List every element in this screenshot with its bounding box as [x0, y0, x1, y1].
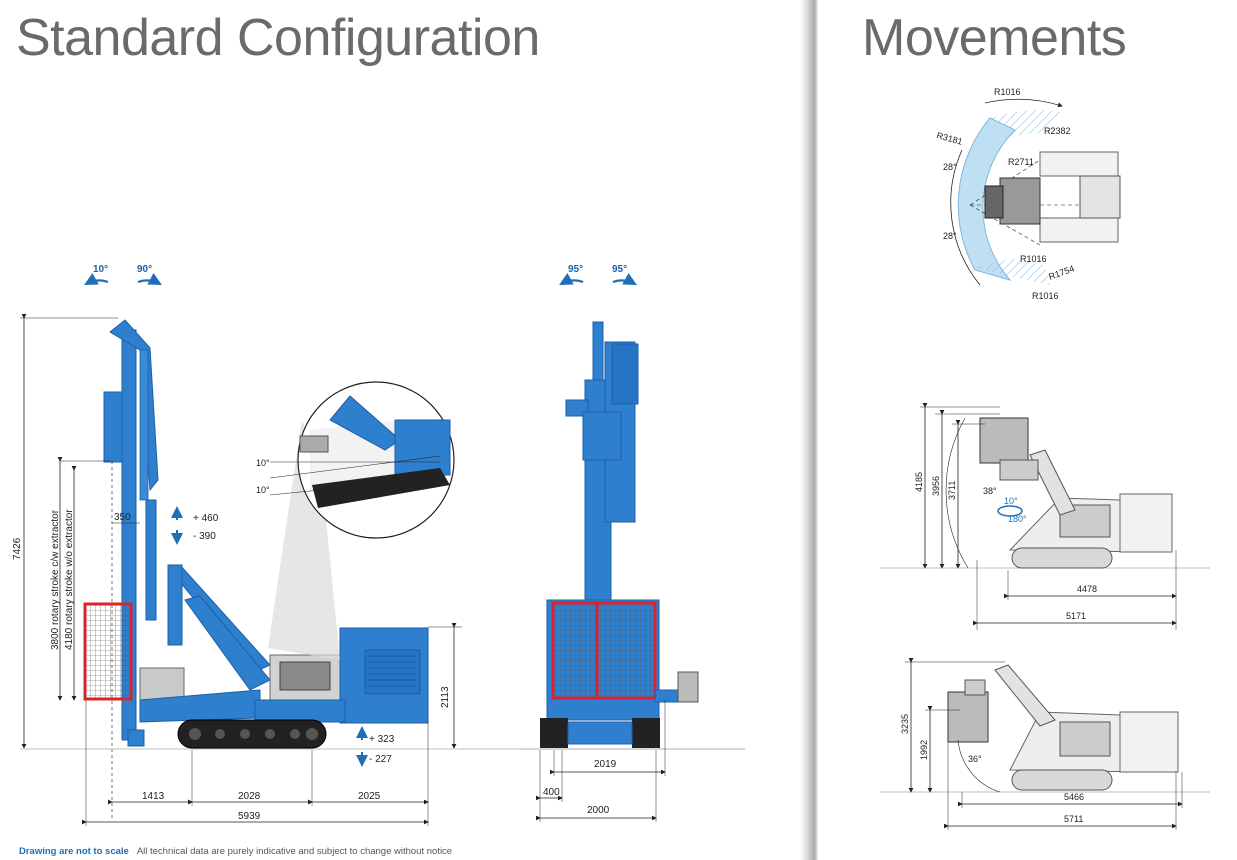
h-3956-label: 3956 — [931, 476, 941, 496]
height-7426-label: 7426 — [12, 537, 23, 560]
r1754-label: R1754 — [1047, 263, 1075, 281]
side-view-dimensions: 7426 3800 rotary stroke c/w extractor 41… — [12, 314, 462, 826]
footer-disclaimer: Drawing are not to scale All technical da… — [19, 846, 452, 857]
rotate-left-arrow-icon — [84, 272, 109, 286]
dim-5711-label: 5711 — [1064, 814, 1083, 824]
dim-1413-label: 1413 — [142, 791, 165, 802]
rotate-left-arrow-icon — [559, 272, 584, 286]
detail-angle-1-label: 10° — [256, 458, 270, 468]
h-3711-label: 3711 — [947, 481, 957, 500]
mast-minus-390-label: - 390 — [193, 531, 216, 542]
tilt-left-label: 10° — [93, 264, 108, 275]
track-plus-323-label: + 323 — [369, 734, 395, 745]
r2382-label: R2382 — [1044, 126, 1071, 136]
top-r1016-label: R1016 — [994, 87, 1021, 97]
mast-plus-460-label: + 460 — [193, 513, 219, 524]
side-view-rig: 10° 90° — [20, 264, 745, 750]
top-view-movement-diagram: R1016 R2382 R3181 R2711 28° 28° R1016 R1… — [935, 87, 1121, 301]
rot-180-label: 180° — [1008, 514, 1027, 524]
tilt-right-label: 90° — [137, 264, 152, 275]
not-to-scale-note: Drawing are not to scale — [19, 846, 129, 857]
track-tilt-detail-callout: 10° 10° — [256, 381, 455, 660]
front-tilt-right-label: 95° — [612, 264, 627, 275]
standard-configuration-title: Standard Configuration — [16, 9, 540, 67]
h-1992-label: 1992 — [919, 740, 929, 760]
angle-36-label: 36° — [968, 754, 982, 764]
offset-350-label: 350 — [114, 512, 131, 523]
dim-2025-label: 2025 — [358, 791, 381, 802]
body-height-2113-label: 2113 — [440, 686, 451, 708]
bottom-angle-28-label: 28° — [943, 231, 957, 241]
detail-angle-2-label: 10° — [256, 485, 270, 495]
r3181-label: R3181 — [935, 130, 963, 147]
mid-r1016-label: R1016 — [1020, 254, 1047, 264]
movement-1-diagram: 4185 3956 3711 38° 10° 180° 4478 5171 — [880, 403, 1210, 630]
stroke-wo-label: 4180 rotary stroke w/o extractor — [64, 509, 75, 650]
rotate-right-arrow-icon — [612, 272, 637, 286]
h-3235-label: 3235 — [900, 714, 910, 734]
angle-38-label: 38° — [983, 486, 997, 496]
page-gutter-shadow — [800, 0, 818, 860]
top-angle-28-label: 28° — [943, 162, 957, 172]
dim-2019-label: 2019 — [594, 759, 617, 770]
dim-5171-label: 5171 — [1066, 611, 1086, 621]
front-view-rig: 95° 95° — [520, 264, 745, 750]
front-tilt-left-label: 95° — [568, 264, 583, 275]
dim-4478-label: 4478 — [1077, 584, 1097, 594]
dim-400-label: 400 — [543, 787, 560, 798]
technical-data-note: All technical data are purely indicative… — [136, 846, 453, 857]
dim-2028-label: 2028 — [238, 791, 261, 802]
rot-10-label: 10° — [1004, 496, 1018, 506]
front-view-dimensions: 2019 400 2000 — [536, 700, 666, 822]
stroke-cw-label: 3800 rotary stroke c/w extractor — [50, 509, 61, 650]
dim-2000-label: 2000 — [587, 805, 610, 816]
rotate-right-arrow-icon — [137, 272, 162, 286]
movement-2-diagram: 3235 1992 36° 5466 5711 — [880, 658, 1210, 830]
r2711-label: R2711 — [1008, 157, 1034, 167]
bottom-r1016-label: R1016 — [1032, 291, 1059, 301]
h-4185-label: 4185 — [914, 472, 924, 492]
track-minus-227-label: - 227 — [369, 754, 392, 765]
dim-5939-label: 5939 — [238, 811, 261, 822]
movements-title: Movements — [862, 9, 1127, 67]
dim-5466-label: 5466 — [1064, 792, 1084, 802]
